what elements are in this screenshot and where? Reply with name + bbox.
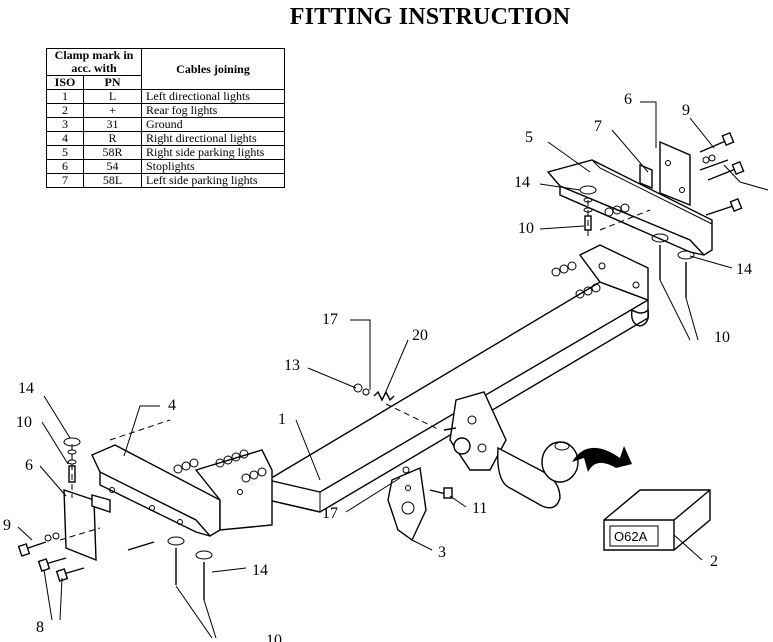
- clamp-mark-header: Clamp mark in acc. with: [46, 48, 142, 76]
- callout-labels: 1 2 3 4 5 6 6 7 8 9 9 10 10 10 10 11 13 …: [3, 91, 752, 642]
- left-mounting-bracket: [17, 419, 273, 600]
- right-mounting-bracket: [546, 131, 745, 298]
- desc-cell: Ground: [141, 117, 285, 132]
- callout-7: 7: [594, 118, 602, 135]
- callout-14-right-a: 14: [514, 174, 530, 191]
- callout-9-left: 9: [3, 517, 11, 534]
- table-row: 3 31 Ground: [46, 117, 285, 132]
- plate-code: O62A: [614, 529, 648, 544]
- leader-lines: [17, 101, 769, 639]
- callout-6-left: 6: [25, 457, 33, 474]
- callout-3: 3: [438, 544, 446, 561]
- callout-6-right: 6: [624, 91, 632, 108]
- callout-4: 4: [168, 397, 176, 414]
- callout-2: 2: [710, 553, 718, 570]
- table-row: 6 54 Stoplights: [46, 159, 285, 174]
- callout-1: 1: [278, 411, 286, 428]
- iso-cell: 7: [46, 173, 84, 188]
- main-crossbar: [267, 244, 650, 513]
- table-row: 7 58L Left side parking lights: [46, 173, 285, 188]
- callout-14-right-b: 14: [736, 261, 752, 278]
- cables-joining-header: Cables joining: [141, 48, 285, 90]
- cable-joining-table: Clamp mark in acc. with Cables joining I…: [46, 48, 285, 188]
- pn-header: PN: [83, 75, 142, 90]
- callout-10-left-a: 10: [16, 414, 32, 431]
- tow-ball-assembly: [443, 391, 579, 509]
- callout-10-right-b: 10: [714, 329, 730, 346]
- callout-17-bottom: 17: [322, 505, 338, 522]
- desc-cell: Right side parking lights: [141, 145, 285, 160]
- pn-cell: 58L: [83, 173, 142, 188]
- pn-cell: 54: [83, 159, 142, 174]
- direction-arrow: [572, 446, 632, 472]
- callout-8: 8: [36, 619, 44, 636]
- page-title: FITTING INSTRUCTION: [289, 4, 571, 30]
- callout-17-top: 17: [322, 311, 338, 328]
- desc-cell: Left side parking lights: [141, 173, 285, 188]
- callout-10-right-a: 10: [518, 220, 534, 237]
- desc-cell: Right directional lights: [141, 131, 285, 146]
- callout-10-left-b: 10: [266, 632, 282, 642]
- callout-14-left-a: 14: [18, 380, 34, 397]
- callout-13: 13: [284, 357, 300, 374]
- callout-5: 5: [525, 129, 533, 146]
- table-row: 4 R Right directional lights: [46, 131, 285, 146]
- socket-plate: [387, 466, 453, 542]
- callout-14-left-b: 14: [252, 562, 268, 579]
- callout-20: 20: [412, 327, 428, 344]
- desc-cell: Stoplights: [141, 159, 285, 174]
- callout-9-right: 9: [682, 102, 690, 119]
- callout-11: 11: [472, 500, 487, 517]
- pn-cell: 31: [83, 117, 142, 132]
- registration-plate-box: O62A: [603, 489, 711, 551]
